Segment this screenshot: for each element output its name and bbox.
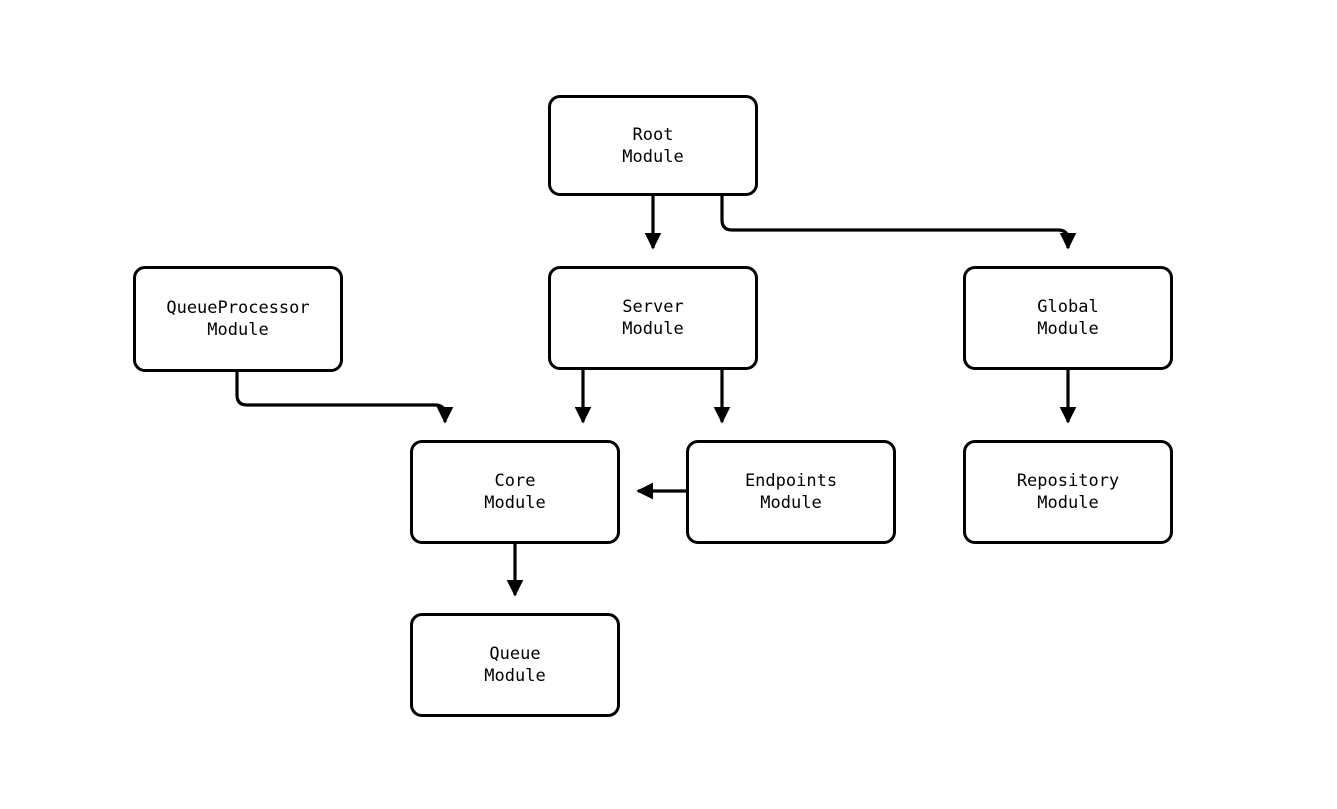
root-module-node[interactable]: Root Module xyxy=(548,95,758,196)
global-module-node[interactable]: Global Module xyxy=(963,266,1173,370)
repository-module-node[interactable]: Repository Module xyxy=(963,440,1173,544)
repository-module-label-line2: Module xyxy=(1037,493,1099,513)
queue-module-label-line1: Queue xyxy=(489,644,541,664)
global-module-label-line1: Global xyxy=(1037,297,1099,317)
edge-root-to-global xyxy=(720,196,1077,250)
server-module-label-line2: Module xyxy=(622,319,684,339)
core-module-node[interactable]: Core Module xyxy=(410,440,620,544)
queue-module-label-line2: Module xyxy=(484,666,546,686)
endpoints-module-node[interactable]: Endpoints Module xyxy=(686,440,896,544)
repository-module-label-line1: Repository xyxy=(1016,471,1120,491)
queue-module-node[interactable]: Queue Module xyxy=(410,613,620,717)
server-module-node[interactable]: Server Module xyxy=(548,266,758,370)
queueprocessor-module-node[interactable]: QueueProcessor Module xyxy=(133,266,343,372)
server-module-label-line1: Server xyxy=(622,297,684,317)
core-module-label-line2: Module xyxy=(484,493,546,513)
edge-queueprocessor-to-core xyxy=(235,372,454,424)
queueprocessor-module-label-line2: Module xyxy=(207,320,269,340)
endpoints-module-label-line2: Module xyxy=(760,493,822,513)
global-module-label-line2: Module xyxy=(1037,319,1099,339)
endpoints-module-label-line1: Endpoints xyxy=(744,471,838,491)
core-module-label-line1: Core xyxy=(494,471,536,491)
root-module-label-line2: Module xyxy=(622,146,684,167)
queueprocessor-module-label-line1: QueueProcessor xyxy=(166,298,310,318)
root-module-label-line1: Root xyxy=(632,124,674,145)
